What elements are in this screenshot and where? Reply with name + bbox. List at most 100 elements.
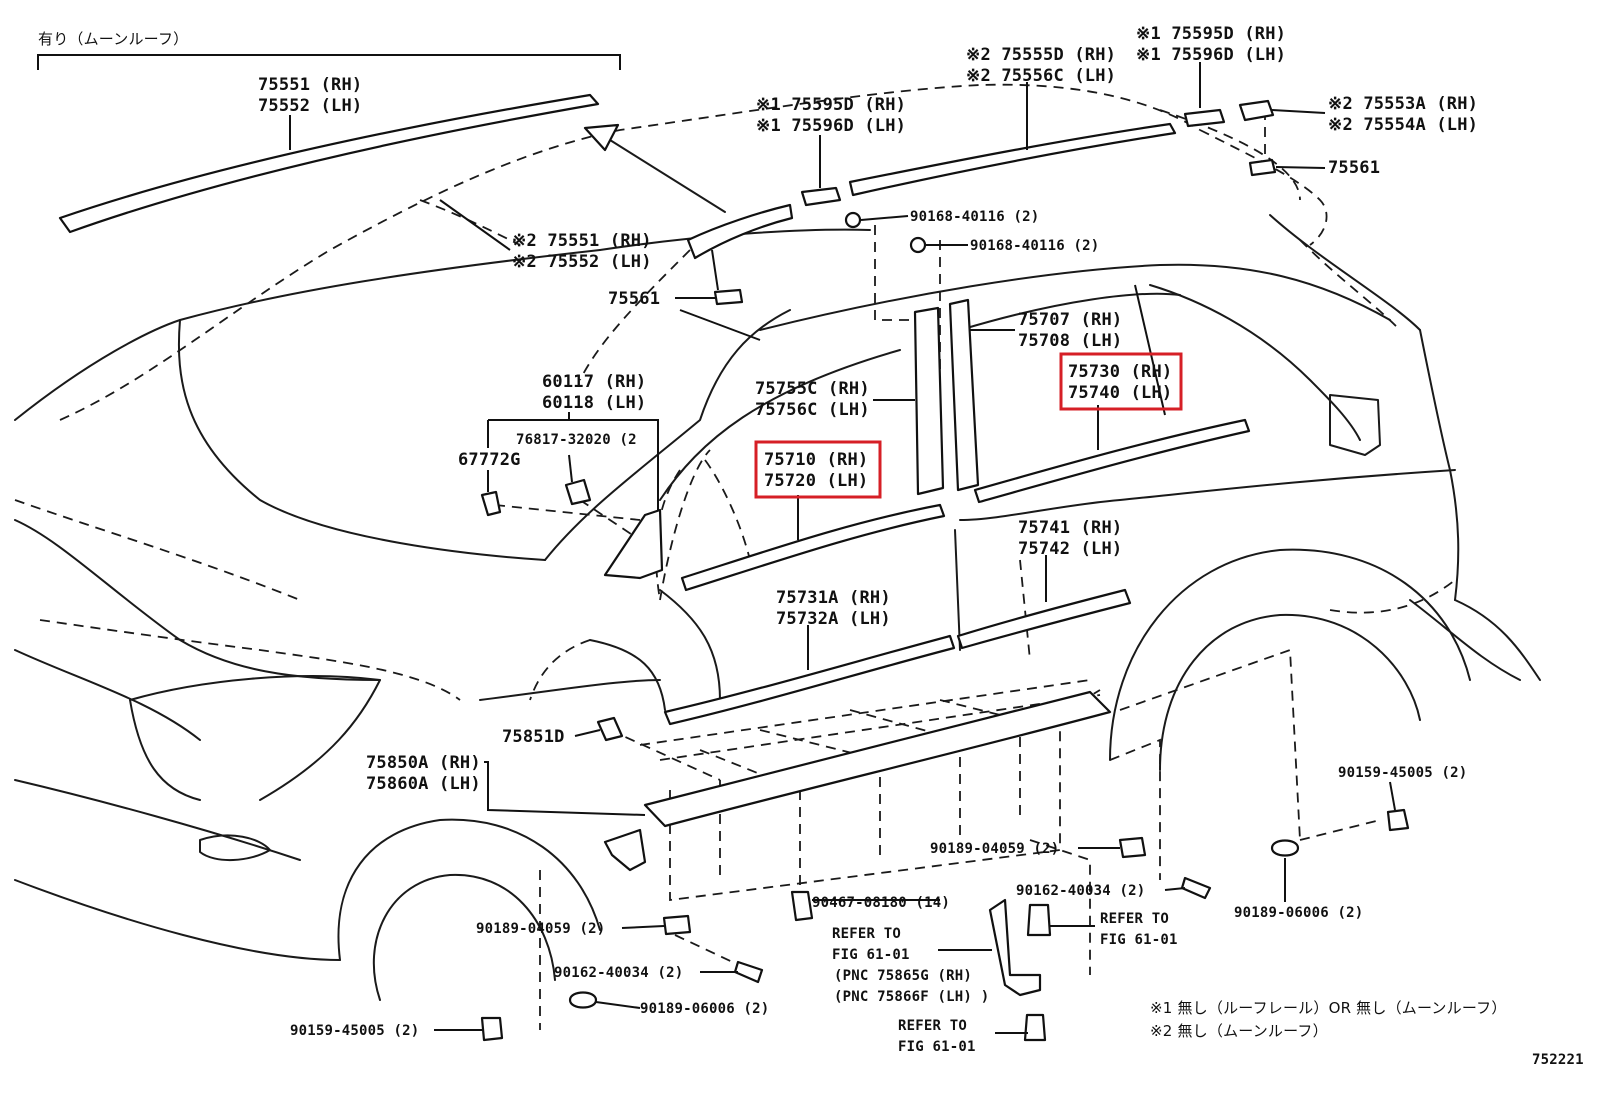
bolt-refer-bottom[interactable] bbox=[1023, 1013, 1047, 1042]
screw-90159-l[interactable] bbox=[480, 1016, 504, 1042]
label-76817[interactable]: 76817-32020 (2 bbox=[516, 432, 637, 448]
label-75561-rear[interactable]: 75561 bbox=[1328, 158, 1380, 178]
label-75850a[interactable]: 75850A (RH) bbox=[366, 753, 481, 773]
label-refer-center-1[interactable]: REFER TO bbox=[832, 926, 901, 942]
label-75551[interactable]: 75551 (RH) bbox=[258, 75, 362, 95]
label-75555d[interactable]: ※2 75555D (RH) bbox=[966, 45, 1116, 65]
moonroof-bracket bbox=[37, 54, 621, 70]
arrow-head bbox=[583, 123, 620, 152]
label-90189-06006-r[interactable]: 90189-06006 (2) bbox=[1234, 905, 1363, 921]
roof-end-75553a[interactable] bbox=[1238, 99, 1275, 122]
callout-labels: 有り（ムーンルーフ） 75551 (RH) 75552 (LH) ※2 7555… bbox=[38, 24, 1478, 1055]
label-75595d-mid[interactable]: ※1 75595D (RH) bbox=[756, 95, 906, 115]
label-75552[interactable]: 75552 (LH) bbox=[258, 96, 362, 116]
label-90189-06006-l[interactable]: 90189-06006 (2) bbox=[640, 1001, 769, 1017]
label-75708[interactable]: 75708 (LH) bbox=[1018, 331, 1122, 351]
screw-90159-r[interactable] bbox=[1386, 808, 1410, 832]
label-75554a[interactable]: ※2 75554A (LH) bbox=[1328, 115, 1478, 135]
label-pnc-lh[interactable]: (PNC 75866F (LH) ) bbox=[834, 989, 989, 1005]
label-75551b[interactable]: ※2 75551 (RH) bbox=[512, 231, 652, 251]
side-molding-75731a[interactable] bbox=[663, 634, 956, 726]
roof-cap-75595d-rear[interactable] bbox=[1183, 108, 1226, 128]
nut-90168-a[interactable] bbox=[844, 211, 862, 229]
pillar-garnish-75707[interactable] bbox=[948, 298, 980, 492]
highlight-75730 bbox=[1059, 352, 1183, 411]
bolt-refer-right[interactable] bbox=[1026, 903, 1052, 937]
label-90159-r[interactable]: 90159-45005 (2) bbox=[1338, 765, 1467, 781]
label-75730[interactable]: 75730 (RH) bbox=[1068, 362, 1172, 382]
label-90189-04059-l[interactable]: 90189-04059 (2) bbox=[476, 921, 605, 937]
grommet-90189-06006-l[interactable] bbox=[568, 991, 598, 1009]
front-door-belt-75710[interactable] bbox=[680, 503, 946, 592]
bracket-75865g[interactable] bbox=[988, 898, 1042, 997]
leader-lines bbox=[289, 62, 1396, 1034]
moonroof-bracket-label: 有り（ムーンルーフ） bbox=[38, 30, 188, 48]
vehicle-outline bbox=[14, 214, 1541, 1001]
label-75860a[interactable]: 75860A (LH) bbox=[366, 774, 481, 794]
figure-id: 752221 bbox=[1532, 1052, 1584, 1068]
label-75561-front[interactable]: 75561 bbox=[608, 289, 660, 309]
screw-90162-r[interactable] bbox=[1180, 876, 1212, 900]
label-75731a[interactable]: 75731A (RH) bbox=[776, 588, 891, 608]
clip-90189-04059-r[interactable] bbox=[1118, 836, 1147, 859]
front-roof-molding[interactable] bbox=[686, 203, 794, 260]
nut-90168-b[interactable] bbox=[909, 236, 927, 254]
label-90159-l[interactable]: 90159-45005 (2) bbox=[290, 1023, 419, 1039]
clip-90189-04059-l[interactable] bbox=[662, 914, 692, 936]
label-pnc-rh[interactable]: (PNC 75865G (RH) bbox=[834, 968, 972, 984]
mirror-garnish[interactable] bbox=[603, 508, 664, 580]
label-75707[interactable]: 75707 (RH) bbox=[1018, 310, 1122, 330]
footnote-2: ※2 無し（ムーンルーフ） bbox=[1150, 1022, 1328, 1040]
label-75596d-mid[interactable]: ※1 75596D (LH) bbox=[756, 116, 906, 136]
parts bbox=[58, 93, 1410, 1042]
label-90189-04059-r[interactable]: 90189-04059 (2) bbox=[930, 841, 1059, 857]
clip-75561-rear[interactable] bbox=[1248, 158, 1277, 177]
label-refer-bottom-1[interactable]: REFER TO bbox=[898, 1018, 967, 1034]
label-refer-right-2[interactable]: FIG 61-01 bbox=[1100, 932, 1178, 948]
roof-molding-75555d[interactable] bbox=[848, 122, 1177, 197]
label-75755c[interactable]: 75755C (RH) bbox=[755, 379, 870, 399]
label-75556c[interactable]: ※2 75556C (LH) bbox=[966, 66, 1116, 86]
label-90168-a[interactable]: 90168-40116 (2) bbox=[910, 209, 1039, 225]
label-67772g[interactable]: 67772G bbox=[458, 450, 521, 470]
label-75720[interactable]: 75720 (LH) bbox=[764, 471, 868, 491]
label-refer-center-2[interactable]: FIG 61-01 bbox=[832, 947, 910, 963]
clip-75851d[interactable] bbox=[596, 716, 624, 742]
label-90162-l[interactable]: 90162-40034 (2) bbox=[554, 965, 683, 981]
label-75710[interactable]: 75710 (RH) bbox=[764, 450, 868, 470]
clip-75561-front[interactable] bbox=[713, 288, 744, 306]
label-75756c[interactable]: 75756C (LH) bbox=[755, 400, 870, 420]
label-75851d[interactable]: 75851D bbox=[502, 727, 565, 747]
label-75740[interactable]: 75740 (LH) bbox=[1068, 383, 1172, 403]
label-60118[interactable]: 60118 (LH) bbox=[542, 393, 646, 413]
pillar-garnish-75755c[interactable] bbox=[913, 306, 945, 496]
label-75742[interactable]: 75742 (LH) bbox=[1018, 539, 1122, 559]
label-90162-r[interactable]: 90162-40034 (2) bbox=[1016, 883, 1145, 899]
label-75553a[interactable]: ※2 75553A (RH) bbox=[1328, 94, 1478, 114]
label-75552b[interactable]: ※2 75552 (LH) bbox=[512, 252, 652, 272]
label-90168-b[interactable]: 90168-40116 (2) bbox=[970, 238, 1099, 254]
label-75595d-top[interactable]: ※1 75595D (RH) bbox=[1136, 24, 1286, 44]
label-refer-bottom-2[interactable]: FIG 61-01 bbox=[898, 1039, 976, 1055]
clip-76817[interactable] bbox=[564, 478, 592, 506]
roof-cap-75595d-mid[interactable] bbox=[800, 186, 842, 207]
label-90467[interactable]: 90467-08180 (14) bbox=[812, 895, 950, 911]
roof-rail-75551[interactable] bbox=[58, 93, 600, 234]
rear-door-belt-75730[interactable] bbox=[973, 418, 1251, 504]
clip-90467[interactable] bbox=[790, 890, 814, 922]
side-molding-75741[interactable] bbox=[956, 588, 1132, 650]
clip-67772g[interactable] bbox=[480, 490, 502, 517]
rocker-front-end[interactable] bbox=[603, 828, 647, 872]
rocker-panel-75850a[interactable] bbox=[643, 690, 1112, 828]
footnote-1: ※1 無し（ルーフレール）OR 無し（ムーンルーフ） bbox=[1150, 999, 1507, 1017]
label-60117[interactable]: 60117 (RH) bbox=[542, 372, 646, 392]
label-refer-right-1[interactable]: REFER TO bbox=[1100, 911, 1169, 927]
label-75741[interactable]: 75741 (RH) bbox=[1018, 518, 1122, 538]
grommet-90189-06006-r[interactable] bbox=[1270, 839, 1300, 857]
footnotes: ※1 無し（ルーフレール）OR 無し（ムーンルーフ） ※2 無し（ムーンルーフ）… bbox=[1150, 999, 1584, 1068]
label-75596d-top[interactable]: ※1 75596D (LH) bbox=[1136, 45, 1286, 65]
screw-90162-l[interactable] bbox=[733, 960, 764, 984]
label-75732a[interactable]: 75732A (LH) bbox=[776, 609, 891, 629]
